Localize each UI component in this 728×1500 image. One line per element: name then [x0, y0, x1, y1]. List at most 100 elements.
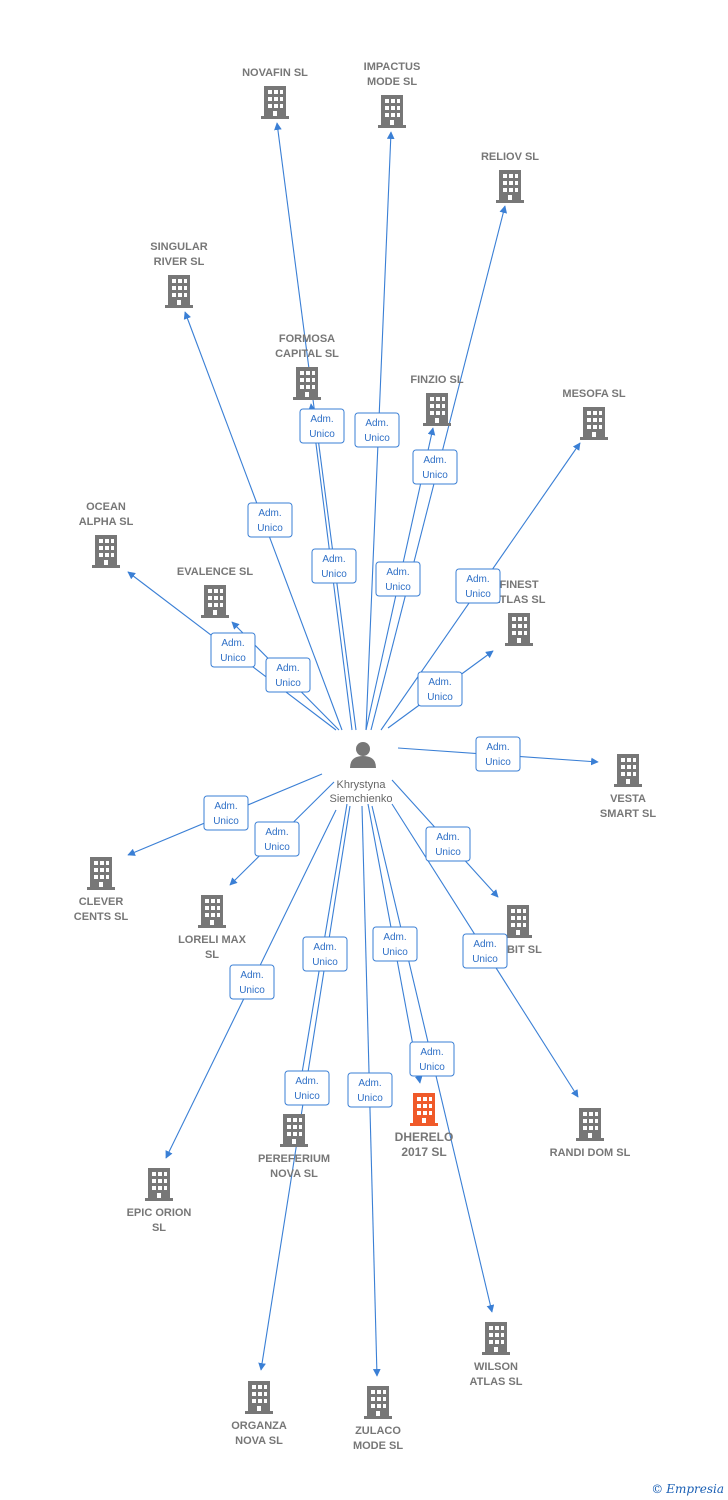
- building-icon: [92, 535, 120, 568]
- role-label-clever-cents[interactable]: Adm.Unico: [203, 795, 249, 831]
- role-label-novafin[interactable]: Adm. Unico: [299, 408, 345, 444]
- role-label-line-1: Adm.: [486, 742, 509, 753]
- building-icon: [280, 1114, 308, 1147]
- role-label-line-2: Unico: [312, 957, 338, 968]
- role-label-vesta-smart[interactable]: Adm.Unico: [475, 736, 521, 772]
- roles-layer: Adm.UnicoAdm.UnicoAdm.UnicoAdm.UnicoAdm.…: [203, 408, 521, 1108]
- company-label-line-1: NOVAFIN SL: [242, 67, 308, 79]
- role-label-line-2: Unico: [294, 1091, 320, 1102]
- role-label-reliov[interactable]: Adm.Unico: [412, 449, 458, 485]
- company-node-pereferium[interactable]: PEREFERIUM NOVA SL: [258, 1114, 330, 1180]
- role-label-singular-river[interactable]: Adm.Unico: [247, 502, 293, 538]
- company-label-line-1: LORELI MAX: [178, 934, 246, 946]
- role-label-line-2: Unico: [220, 653, 246, 664]
- company-node-novafin[interactable]: NOVAFIN SL: [242, 67, 308, 119]
- company-label-line-1: VESTA: [610, 793, 646, 805]
- role-label-zulaco-mode[interactable]: Adm.Unico: [347, 1072, 393, 1108]
- role-label-line-1: Adm.: [436, 832, 459, 843]
- role-label-line-1: Adm.: [240, 970, 263, 981]
- role-label-ocean-alpha[interactable]: Adm. Unico: [210, 632, 256, 668]
- company-node-zulaco-mode[interactable]: ZULACO MODE SL: [353, 1386, 403, 1452]
- role-label-box: [347, 1072, 393, 1108]
- role-label-pereferium[interactable]: Adm. Unico: [302, 936, 348, 972]
- role-label-line-2: Unico: [264, 842, 290, 853]
- company-node-loreli-max[interactable]: LORELI MAX SL: [178, 895, 247, 961]
- company-node-reliov[interactable]: RELIOV SL: [481, 151, 539, 203]
- copyright-symbol: ©: [651, 1482, 664, 1496]
- role-label-dherelo[interactable]: Adm.Unico: [372, 926, 418, 962]
- role-label-it-bit[interactable]: Adm.Unico: [425, 826, 471, 862]
- company-node-randi-dom[interactable]: RANDI DOM SL: [550, 1108, 631, 1159]
- company-node-evalence[interactable]: EVALENCE SL: [177, 566, 253, 618]
- company-label-line-2: SL: [205, 949, 219, 961]
- role-label-wilson-atlas[interactable]: Adm.Unico: [409, 1041, 455, 1077]
- role-label-box: [354, 412, 400, 448]
- role-label-line-1: Adm.: [466, 574, 489, 585]
- role-label-line-2: Unico: [385, 582, 411, 593]
- company-node-mesofa[interactable]: MESOFA SL: [562, 388, 626, 440]
- company-label-line-1: SINGULAR: [150, 241, 208, 253]
- role-label-finest-atlas[interactable]: Adm.Unico: [417, 671, 463, 707]
- role-label-evalence[interactable]: Adm. Unico: [265, 657, 311, 693]
- role-label-epic-orion[interactable]: Adm.Unico: [229, 964, 275, 1000]
- role-label-mesofa[interactable]: Adm.Unico: [455, 568, 501, 604]
- role-label-line-1: Adm.: [313, 942, 336, 953]
- role-label-box: [302, 936, 348, 972]
- role-label-box: [299, 408, 345, 444]
- company-label-line-1: EPIC ORION: [127, 1207, 192, 1219]
- role-label-impactus[interactable]: Adm.Unico: [354, 412, 400, 448]
- company-label-line-2: MODE SL: [353, 1440, 403, 1452]
- building-icon: [87, 857, 115, 890]
- role-label-box: [375, 561, 421, 597]
- company-label-line-2: MODE SL: [367, 76, 417, 88]
- building-icon: [505, 613, 533, 646]
- role-label-line-2: Unico: [257, 523, 283, 534]
- nodes-layer: NOVAFIN SL IMPACTUS MODE SL RELIOV SL SINGUL…: [74, 61, 657, 1452]
- company-node-vesta-smart[interactable]: VESTA SMART SL: [600, 754, 657, 820]
- company-label-line-1: ZULACO: [355, 1425, 401, 1437]
- role-label-line-1: Adm.: [276, 663, 299, 674]
- role-label-formosa[interactable]: Adm.Unico: [311, 548, 357, 584]
- role-label-box: [265, 657, 311, 693]
- building-icon: [378, 95, 406, 128]
- role-label-loreli-max[interactable]: Adm.Unico: [254, 821, 300, 857]
- building-icon: [293, 367, 321, 400]
- role-label-line-2: Unico: [275, 678, 301, 689]
- role-label-line-2: Unico: [309, 429, 335, 440]
- company-label-line-1: PEREFERIUM: [258, 1153, 330, 1165]
- brand-logo: Empresia: [666, 1482, 724, 1496]
- role-label-line-1: Adm.: [383, 932, 406, 943]
- role-label-randi-dom[interactable]: Adm.Unico: [462, 933, 508, 969]
- role-label-line-1: Adm.: [221, 638, 244, 649]
- role-label-finzio[interactable]: Adm.Unico: [375, 561, 421, 597]
- company-label-line-2: NOVA SL: [270, 1168, 318, 1180]
- person-name-line-1: Khrystyna: [337, 779, 387, 791]
- company-label-line-1: OCEAN: [86, 501, 126, 513]
- company-node-finzio[interactable]: FINZIO SL: [410, 374, 464, 426]
- role-label-line-1: Adm.: [473, 939, 496, 950]
- company-label-line-2: NOVA SL: [235, 1435, 283, 1447]
- role-label-line-1: Adm.: [310, 414, 333, 425]
- role-label-line-1: Adm.: [423, 455, 446, 466]
- role-label-line-1: Adm.: [295, 1076, 318, 1087]
- building-icon: [504, 905, 532, 938]
- company-node-impactus[interactable]: IMPACTUS MODE SL: [364, 61, 421, 128]
- company-label-line-2: SMART SL: [600, 808, 657, 820]
- building-icon: [614, 754, 642, 787]
- role-label-box: [372, 926, 418, 962]
- company-label-line-2: ATLAS SL: [493, 594, 546, 606]
- role-label-box: [203, 795, 249, 831]
- person-node[interactable]: Khrystyna Siemchienko: [330, 742, 393, 805]
- company-label-line-1: IMPACTUS: [364, 61, 421, 73]
- role-label-organza-nova[interactable]: Adm. Unico: [284, 1070, 330, 1106]
